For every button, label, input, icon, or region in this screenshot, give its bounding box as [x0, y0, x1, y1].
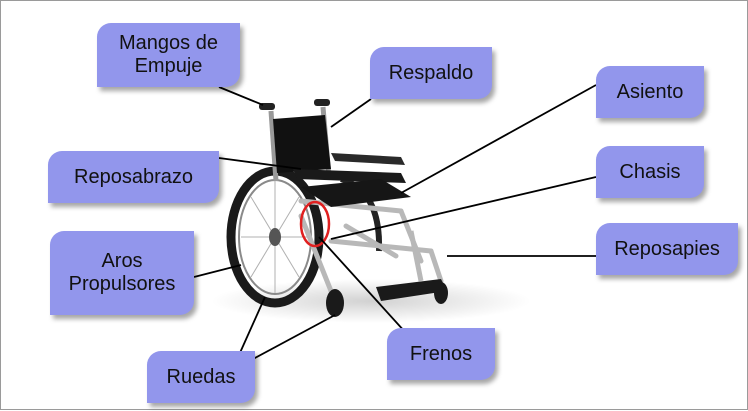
leader-respaldo — [330, 98, 372, 128]
label-aros-line-1: Aros — [101, 250, 143, 272]
leader-asiento — [400, 84, 597, 194]
label-reposabrazo-text: Reposabrazo — [74, 165, 193, 188]
seat — [301, 179, 411, 207]
brake-highlight — [299, 200, 331, 248]
backrest — [259, 99, 332, 182]
label-frenos: Frenos — [387, 328, 495, 380]
label-mangos-line-1: Mangos de — [119, 32, 218, 54]
far-rear-wheel — [340, 176, 383, 252]
label-mangos-line-2: Empuje — [134, 55, 203, 77]
label-aros-line-2: Propulsores — [68, 273, 176, 295]
label-asiento: Asiento — [596, 66, 704, 118]
label-ruedas: Ruedas — [147, 351, 255, 403]
label-chasis-text: Chasis — [619, 160, 681, 183]
leader-frenos — [318, 236, 407, 334]
rear-wheel — [226, 166, 324, 308]
leader-ruedas — [238, 296, 266, 356]
label-asiento-text: Asiento — [616, 80, 684, 103]
label-reposapies-text: Reposapies — [614, 237, 720, 260]
footrest — [376, 230, 447, 301]
leader-chasis — [330, 176, 597, 240]
label-aros-propulsores: Aros Propulsores — [50, 231, 194, 315]
leader-lines — [193, 84, 597, 360]
leader-mangos — [218, 86, 264, 106]
label-reposabrazo: Reposabrazo — [48, 151, 219, 203]
label-ruedas-text: Ruedas — [166, 365, 236, 388]
label-reposapies: Reposapies — [596, 223, 738, 275]
ground-shadow — [211, 279, 531, 323]
leader-reposabrazo — [218, 157, 302, 170]
front-casters — [326, 282, 448, 317]
label-mangos-de-empuje: Mangos de Empuje — [97, 23, 240, 87]
label-respaldo: Respaldo — [370, 47, 492, 99]
label-frenos-text: Frenos — [409, 342, 473, 365]
label-chasis: Chasis — [596, 146, 704, 198]
leader-aros — [193, 264, 242, 278]
label-respaldo-text: Respaldo — [388, 61, 474, 84]
leader-ruedas-2 — [252, 314, 336, 360]
